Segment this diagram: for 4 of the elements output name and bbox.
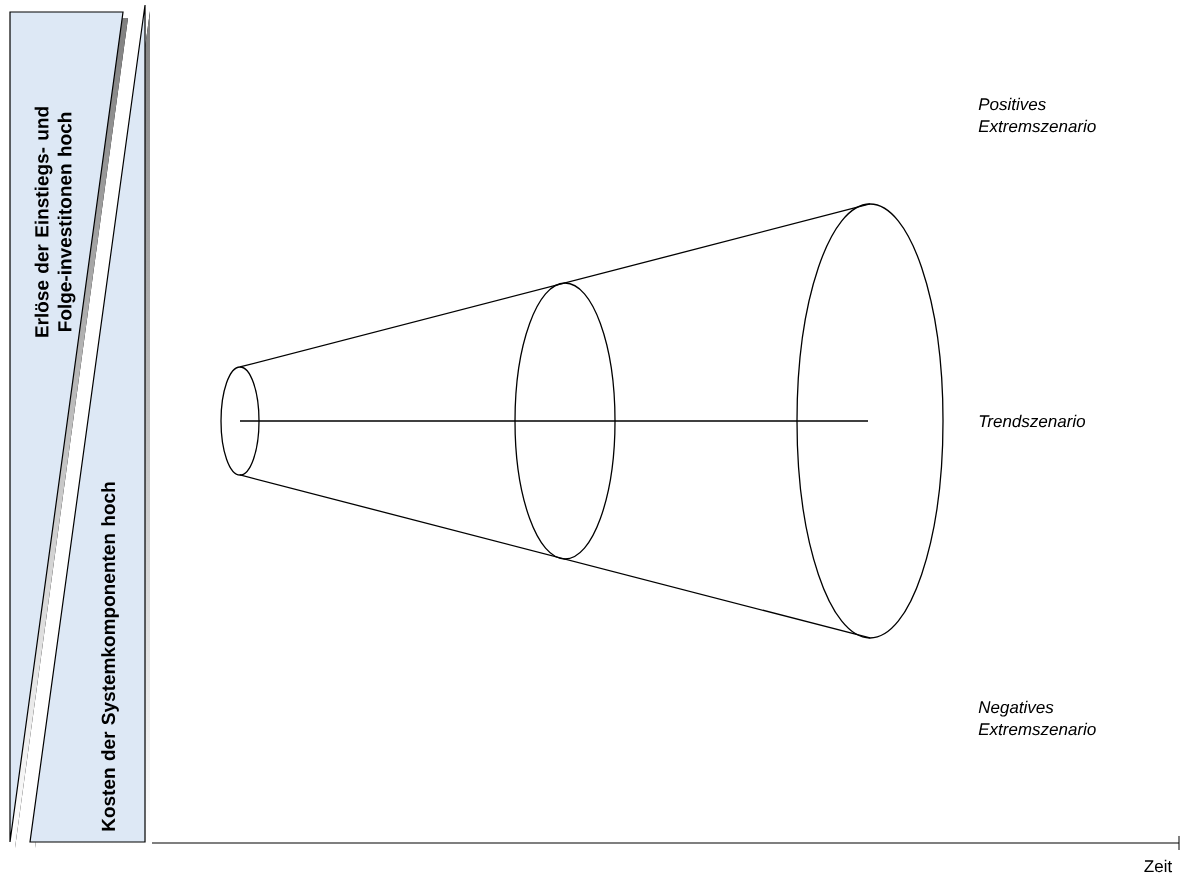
- axis-label: Zeit: [1144, 859, 1173, 873]
- scenario-label: Trendszenario: [979, 414, 1086, 428]
- scenario-label: Positives Extremszenario: [978, 97, 1096, 133]
- scenario-label: Negatives Extremszenario: [978, 700, 1096, 736]
